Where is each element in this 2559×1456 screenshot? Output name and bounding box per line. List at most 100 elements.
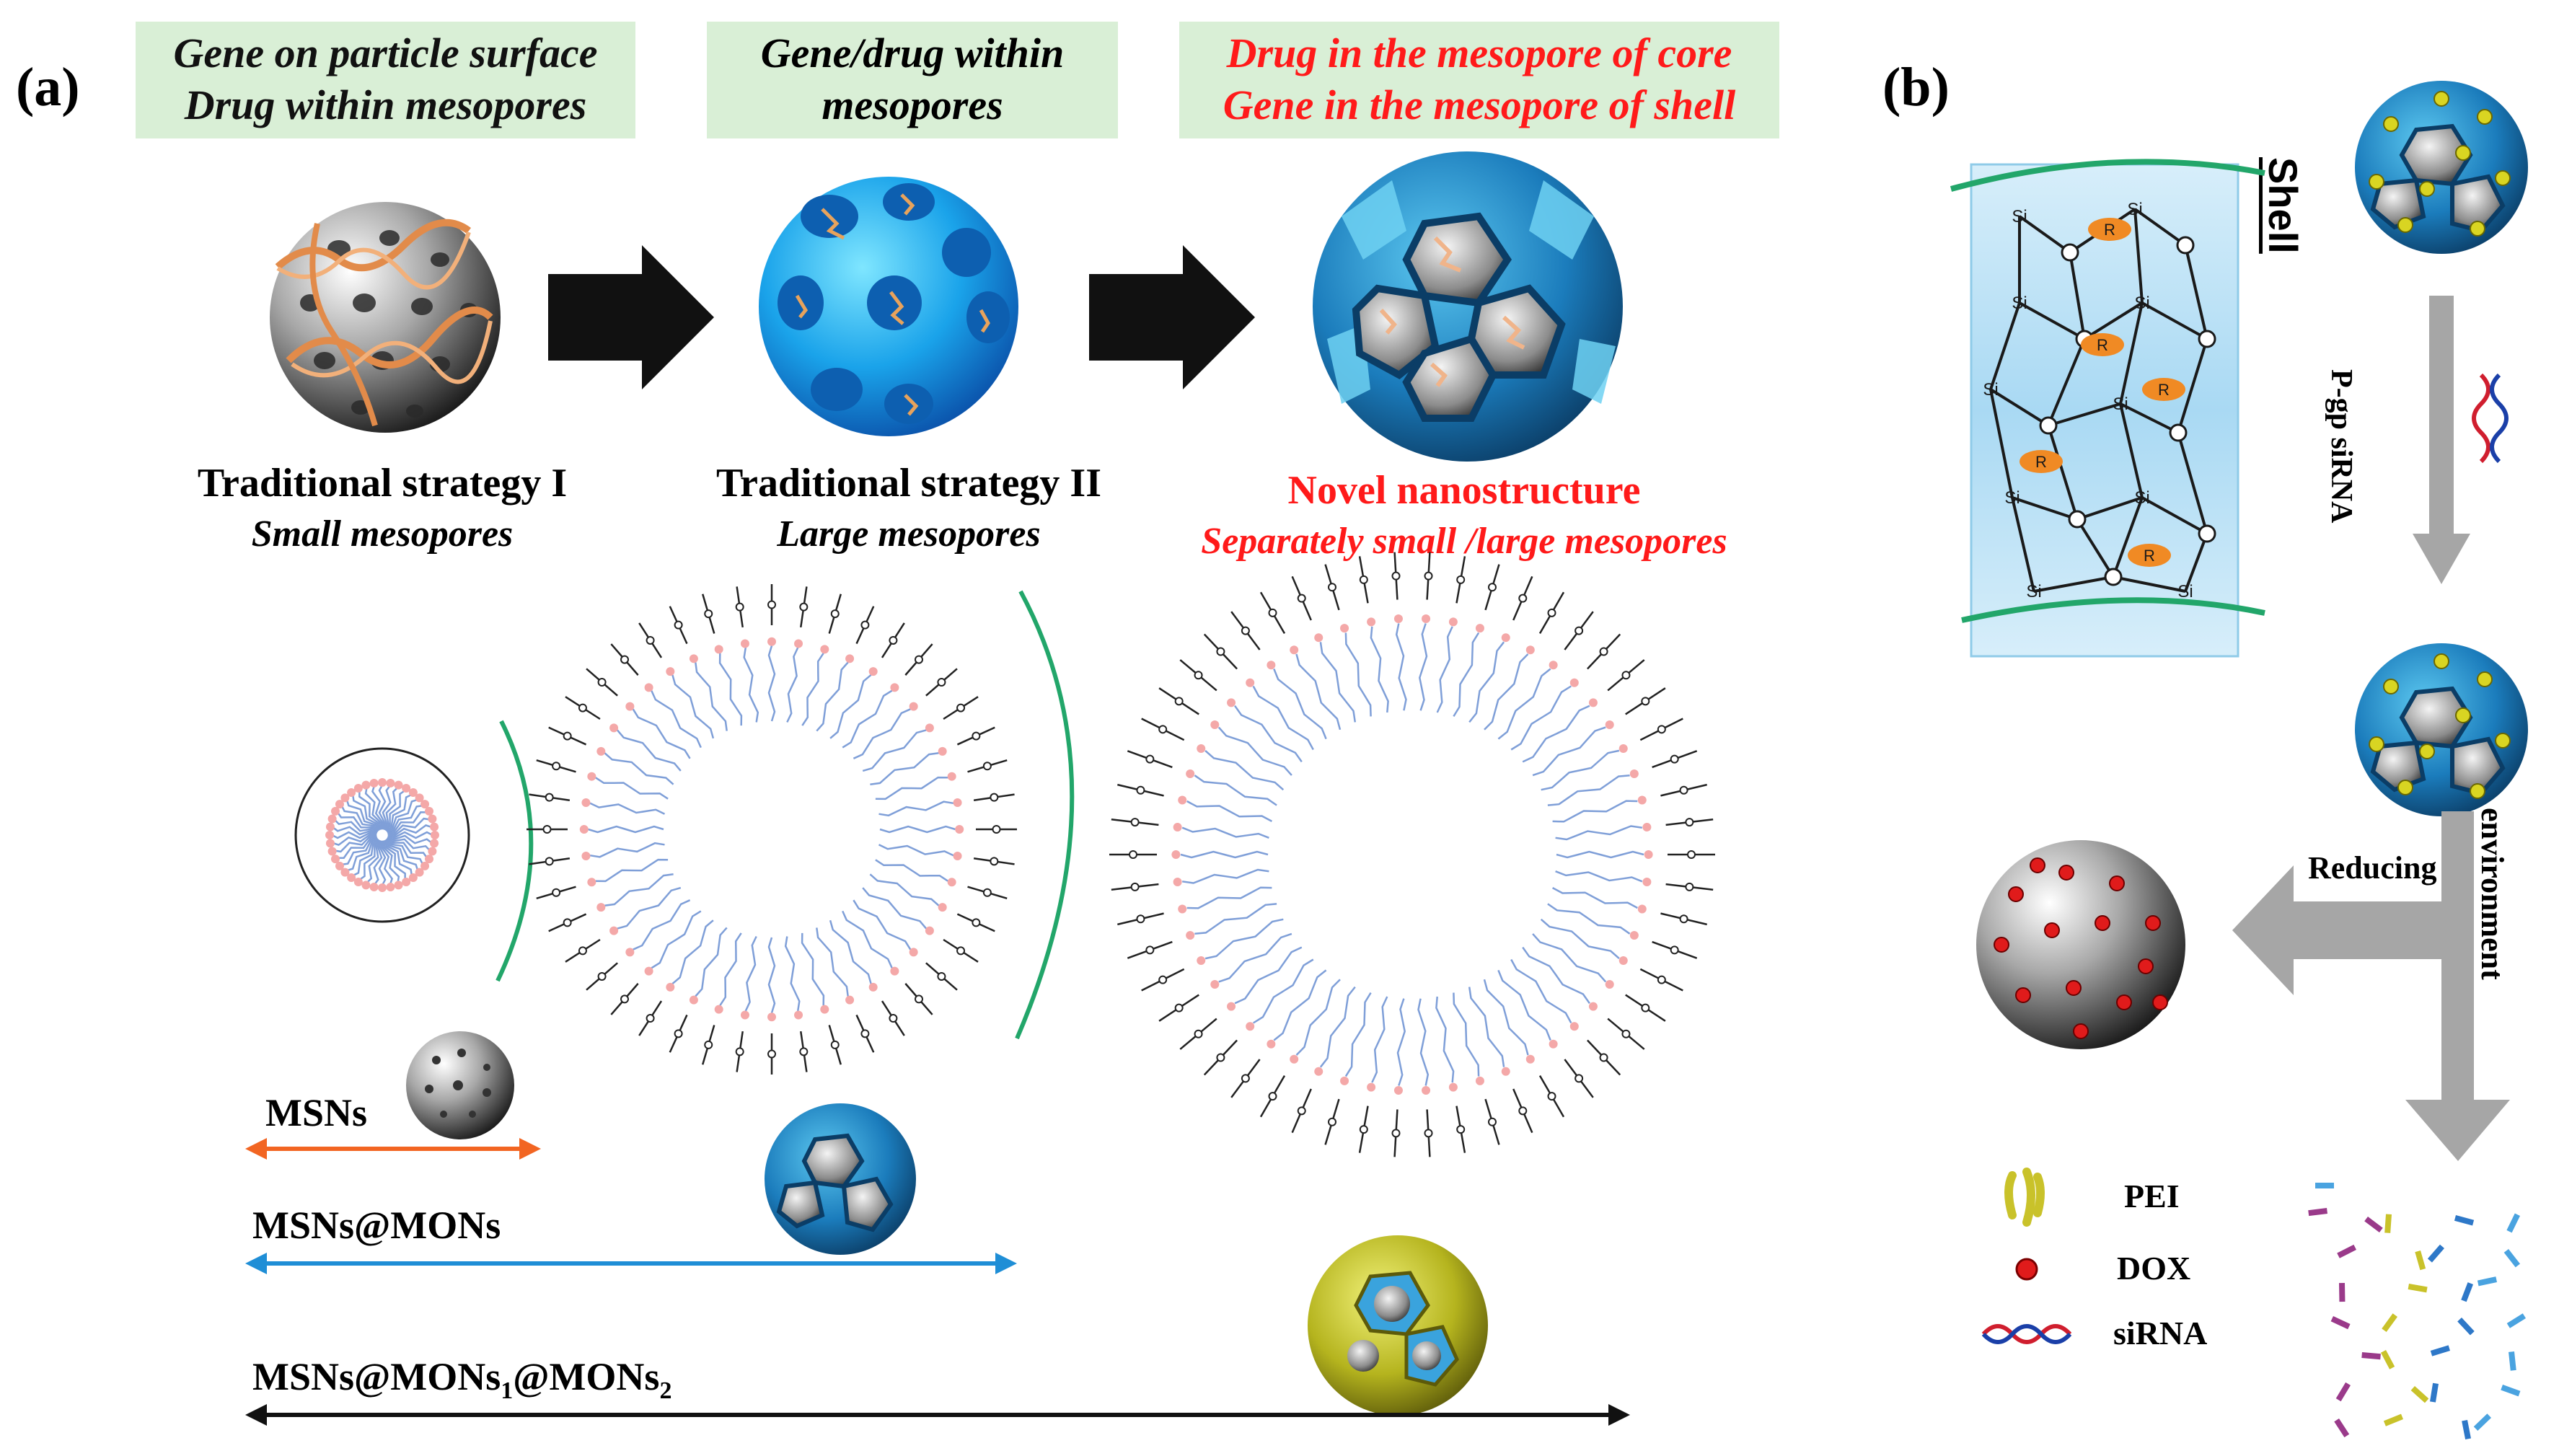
lipid-tail <box>604 873 674 906</box>
silicon-node: Si <box>2177 582 2193 601</box>
pei-dot <box>2434 91 2449 107</box>
lipid-tail <box>1555 825 1642 841</box>
lipid-head <box>1186 931 1195 940</box>
network-bond <box>2018 215 2071 254</box>
network-bond <box>2069 252 2086 340</box>
lipid-tail <box>1532 726 1606 777</box>
oxygen-atom <box>1328 583 1337 592</box>
silicon-node: Si <box>2127 200 2142 219</box>
oxygen-atom <box>1685 882 1694 891</box>
oxygen-atom <box>937 678 946 687</box>
lipid-tail <box>1436 626 1453 713</box>
lipid-head <box>1422 614 1431 623</box>
panel-label-a: (a) <box>16 57 80 118</box>
lipid-tail <box>387 837 428 859</box>
r-group <box>2088 218 2131 241</box>
lipid-head <box>386 883 395 892</box>
mons-sphere-middle-b <box>2355 643 2528 816</box>
lipid-tail <box>1483 979 1529 1056</box>
lipid-head <box>353 878 363 887</box>
scale-label-msns-mons: MSNs@MONs <box>252 1204 501 1247</box>
lipid-tail <box>387 834 433 844</box>
scale-label-msns: MSNs <box>265 1091 368 1134</box>
lipid-tail <box>842 910 893 969</box>
lipid-tail <box>345 799 379 831</box>
sirna-icon-arrow <box>2472 373 2509 464</box>
arrow-right-2 <box>1089 245 1255 389</box>
lipid-head <box>1290 1054 1299 1064</box>
lipid-tail <box>387 804 423 833</box>
r-group-label: R <box>2158 381 2170 399</box>
r-group <box>2081 333 2124 356</box>
lipid-head <box>1525 1054 1535 1064</box>
caption-strategy-2: Traditional strategy II Large mesopores <box>649 457 1168 560</box>
oxygen-node <box>2169 423 2188 442</box>
lipid-head <box>408 787 418 797</box>
lipid-head <box>361 881 371 890</box>
lipid-head <box>596 903 606 912</box>
lipid-tail <box>1234 946 1303 1005</box>
lipid-tail <box>1556 850 1644 859</box>
fragment <box>2339 1283 2346 1302</box>
lipid-head <box>845 654 855 663</box>
lipid-tail <box>875 776 948 800</box>
lipid-tail <box>1319 642 1357 723</box>
lipid-tail <box>671 674 715 739</box>
fragment <box>2454 1214 2475 1226</box>
lipid-tail <box>373 840 383 886</box>
oxygen-atom <box>1518 594 1528 603</box>
lipid-tail <box>346 838 379 872</box>
oxygen-atom <box>1547 608 1556 617</box>
oxygen-atom <box>914 655 923 664</box>
fragment <box>2380 1349 2395 1369</box>
lipid-tail <box>378 840 387 886</box>
lipid-tail <box>1371 996 1388 1083</box>
lipid-head <box>953 798 962 807</box>
lipid-head <box>587 772 596 781</box>
oxygen-atom <box>646 635 655 645</box>
msn-sphere-strategy-2 <box>759 177 1018 436</box>
arrow-reducing-b <box>2232 811 2510 1161</box>
lipid-head <box>369 883 379 892</box>
lipid-head <box>689 995 698 1005</box>
oxygen-atom <box>674 1029 683 1038</box>
fragment <box>2364 1216 2383 1233</box>
network-bond <box>2113 575 2186 593</box>
oxygen-atom <box>1216 647 1225 656</box>
dox-dot <box>2145 915 2161 931</box>
lipid-head <box>587 878 596 887</box>
lipid-tail <box>1395 623 1407 711</box>
lipid-head <box>425 855 434 864</box>
oxygen-node <box>2198 524 2216 543</box>
lipid-tail <box>383 786 399 831</box>
fragment <box>2410 1385 2429 1403</box>
lipid-tail <box>695 662 728 731</box>
header-3-line1: Drug in the mesopore of core <box>1226 30 1732 76</box>
lipid-head <box>938 746 947 756</box>
lipid-tail <box>616 729 682 772</box>
lipid-tail <box>1396 998 1406 1086</box>
lipid-tail <box>387 836 431 852</box>
lipid-tail <box>718 653 743 726</box>
lipid-tail <box>332 833 377 846</box>
lipid-head <box>420 861 430 870</box>
pei-dot <box>2419 744 2435 759</box>
lipid-head <box>1314 633 1323 643</box>
lipid-head <box>1367 1082 1376 1092</box>
oxygen-atom <box>1194 1029 1203 1038</box>
oxygen-atom <box>1547 1092 1556 1101</box>
lipid-head <box>1422 1086 1431 1095</box>
lipid-tail <box>617 886 682 930</box>
network-bond <box>2019 301 2085 340</box>
network-bond <box>2119 403 2144 498</box>
mons-sphere-top-b <box>2355 81 2528 254</box>
oxygen-atom <box>860 1029 870 1038</box>
fragment <box>2473 1413 2491 1431</box>
novel-nanostructure-sphere <box>1313 151 1623 462</box>
oxygen-atom <box>1174 1003 1184 1012</box>
pei-dot <box>2477 109 2493 125</box>
lipid-head <box>947 878 956 887</box>
silica-ring <box>294 747 470 923</box>
